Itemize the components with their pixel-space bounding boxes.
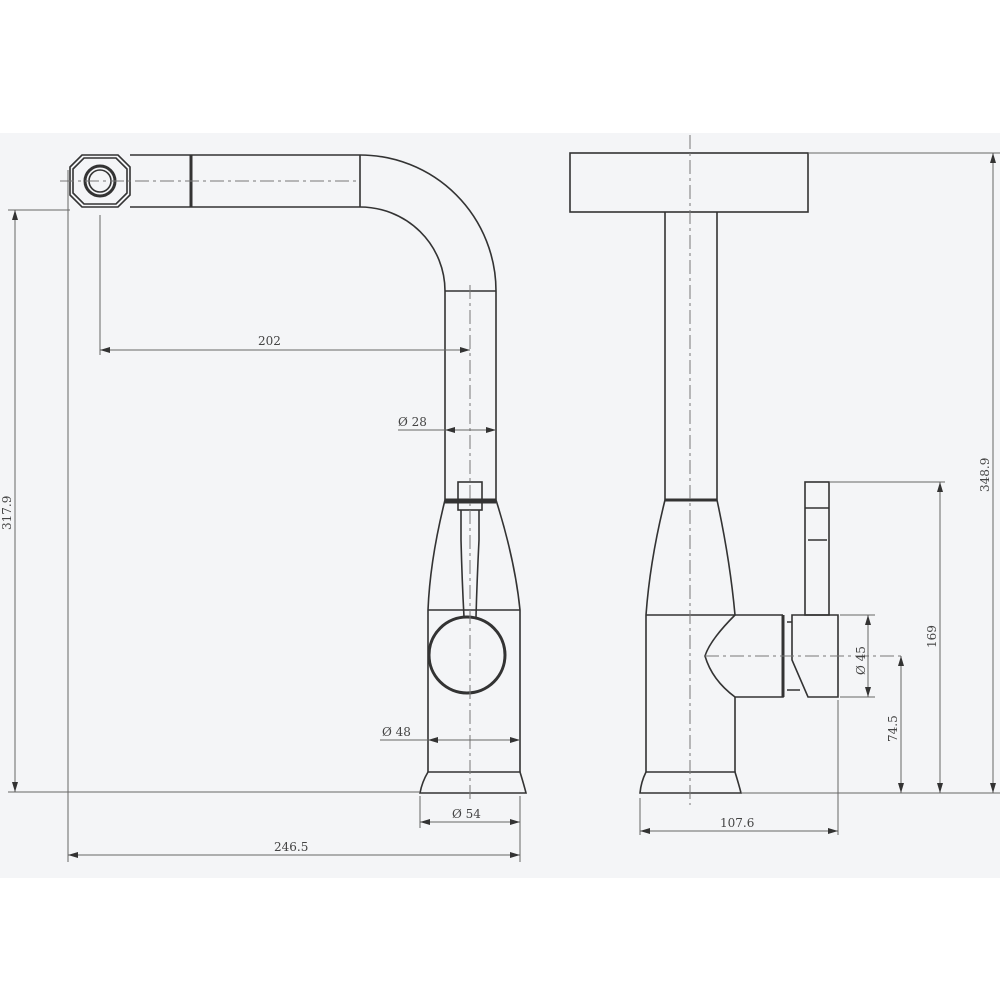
dim-lever-height: 169 <box>925 625 939 648</box>
side-view: 107.6 Ø 45 74.5 169 348.9 <box>569 135 1000 835</box>
dim-base-diameter: Ø 54 <box>452 807 481 821</box>
dim-depth: 107.6 <box>720 816 754 830</box>
front-view: 202 Ø 28 Ø 48 Ø 54 246.5 317.9 <box>0 154 528 862</box>
dim-total-width: 246.5 <box>274 840 308 854</box>
lever <box>445 481 496 618</box>
dim-body-diameter: Ø 48 <box>382 725 411 739</box>
dim-handle-diameter: Ø 45 <box>854 646 868 675</box>
dim-spout-reach: 202 <box>258 334 281 348</box>
dim-total-height: 348.9 <box>978 458 992 492</box>
dim-spout-diameter: Ø 28 <box>398 415 427 429</box>
faucet-body <box>419 498 528 794</box>
dim-spout-height: 317.9 <box>0 496 14 530</box>
drawing-sheet <box>0 133 1000 878</box>
side-handle <box>704 481 839 698</box>
side-body <box>639 212 783 794</box>
spout-tube <box>130 154 497 500</box>
spout-top <box>569 152 809 213</box>
dim-handle-axis-height: 74.5 <box>886 715 900 742</box>
